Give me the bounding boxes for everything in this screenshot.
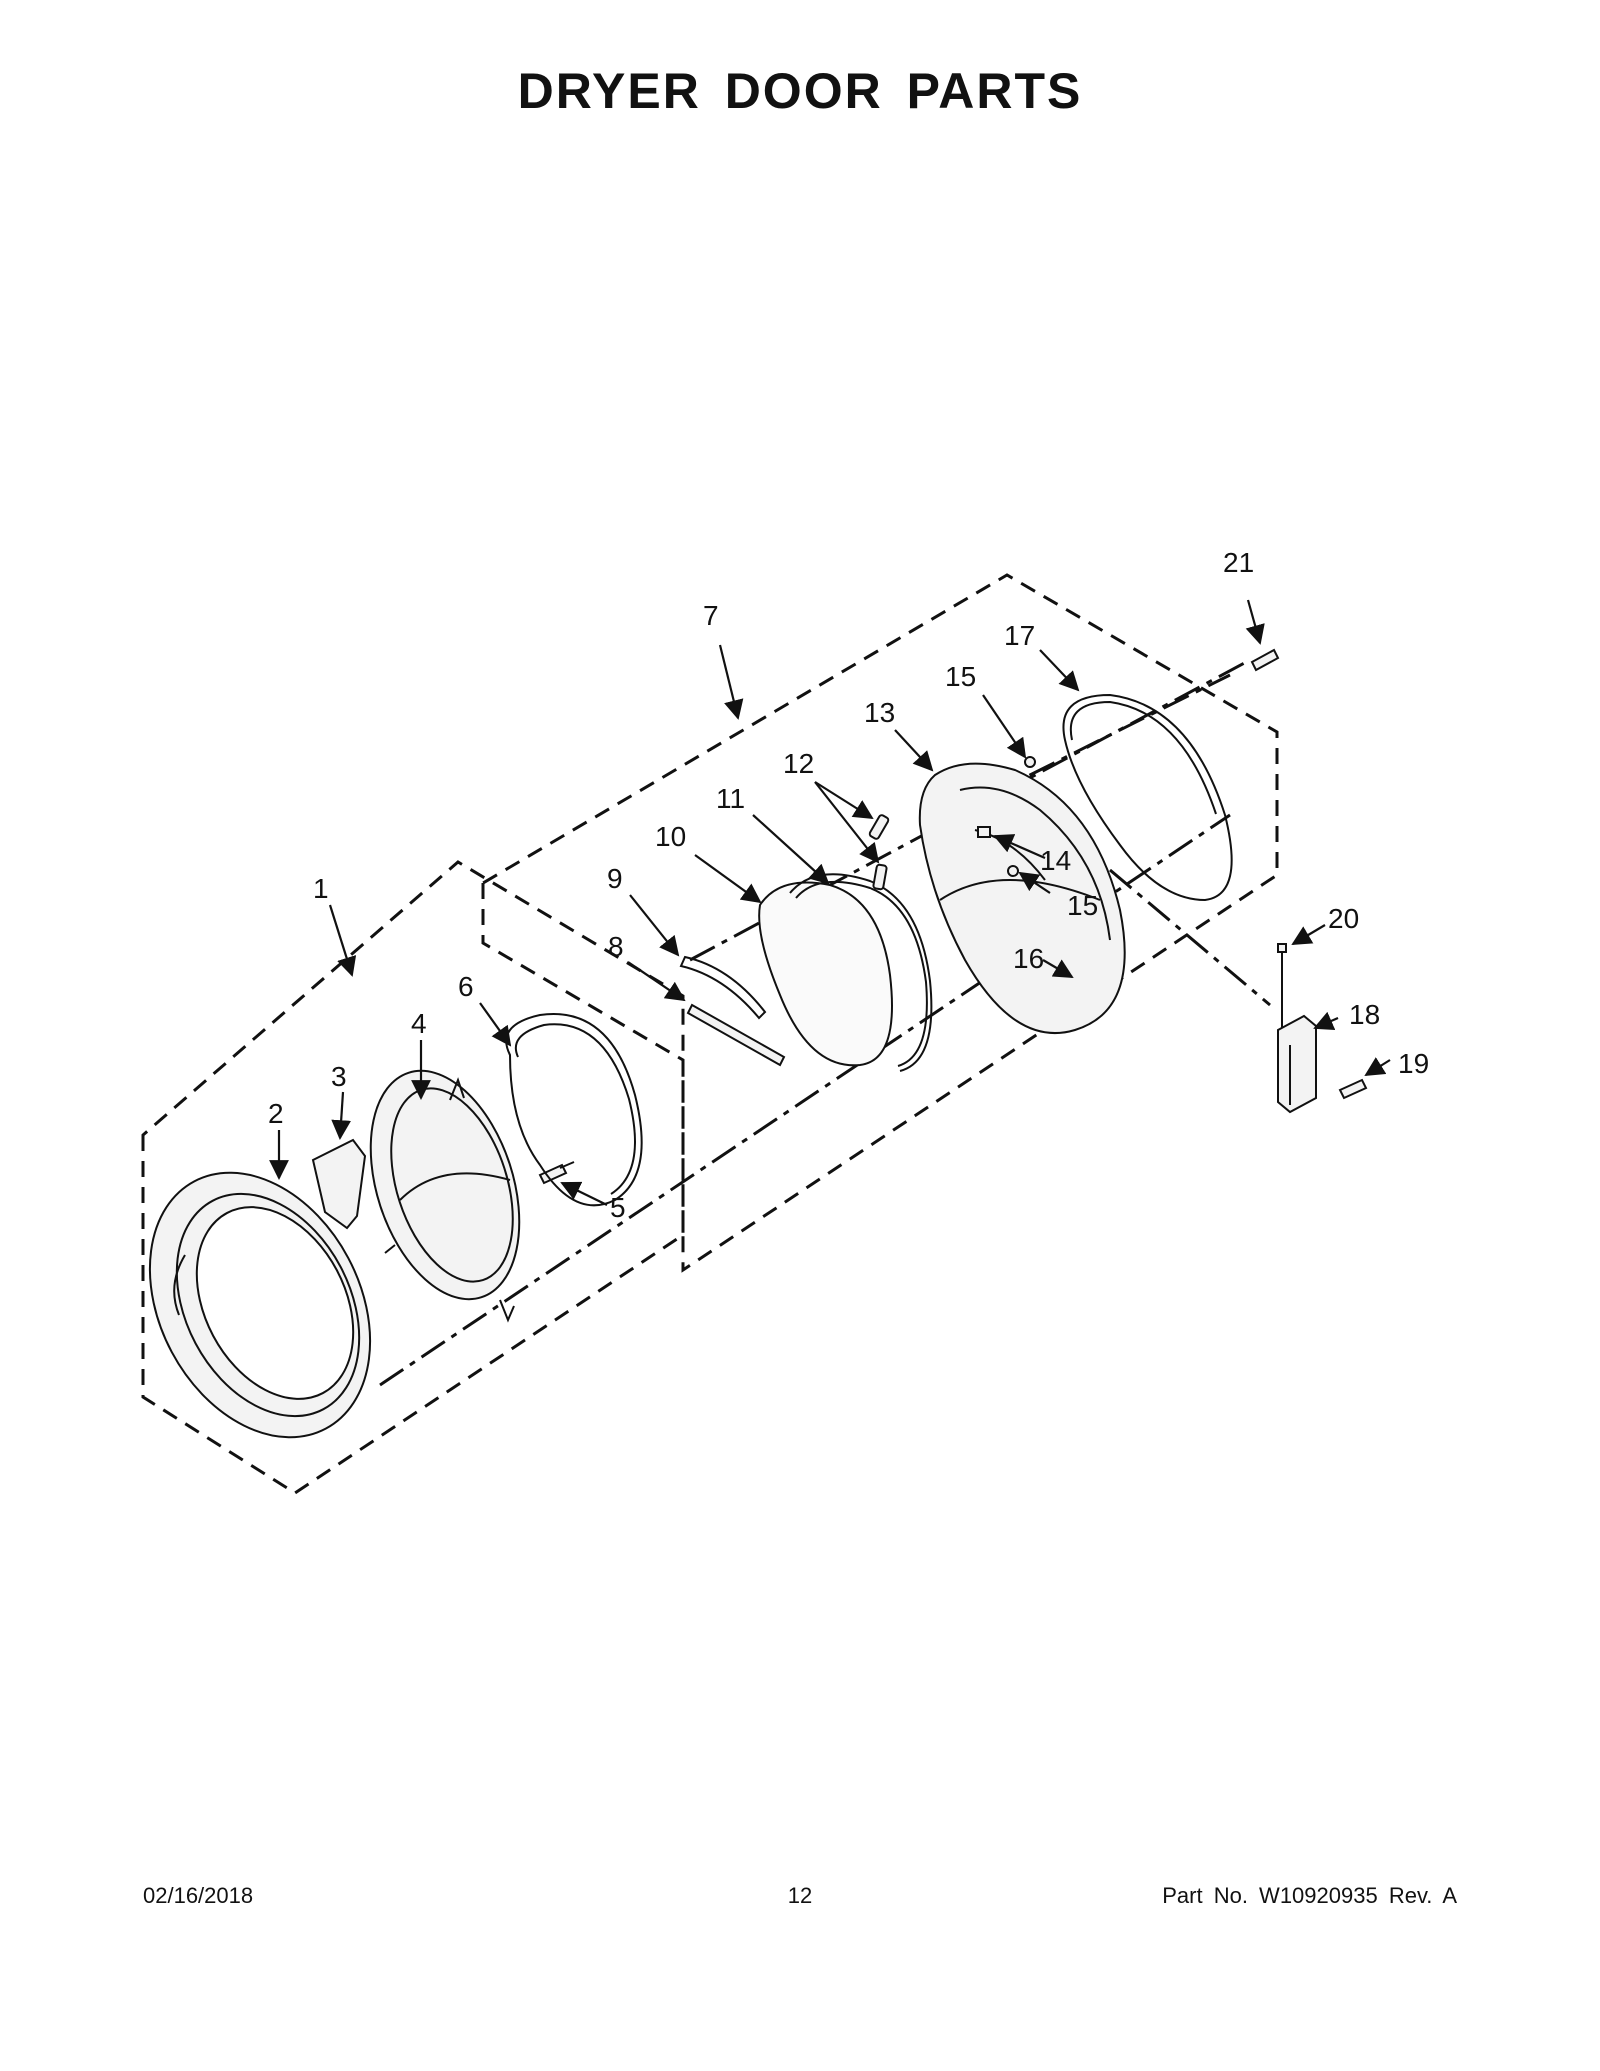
callout-6: 6 — [458, 971, 474, 1002]
callout-20: 20 — [1328, 903, 1359, 934]
callout-13: 13 — [864, 697, 895, 728]
inner-glass — [758, 881, 893, 1067]
screw-21 — [1250, 648, 1280, 672]
door-gasket — [1062, 693, 1233, 902]
callout-19: 19 — [1398, 1048, 1429, 1079]
assembly-boundary-inner-door — [481, 573, 1279, 1273]
callout-1: 1 — [313, 873, 329, 904]
footer-date: 02/16/2018 — [143, 1883, 254, 1908]
assembly-boundary-outer-door — [141, 860, 685, 1495]
callout-11: 11 — [716, 783, 745, 814]
magnets — [868, 814, 890, 891]
screw-15-lower — [1007, 865, 1019, 877]
callout-18: 18 — [1349, 999, 1380, 1030]
callout-9: 9 — [607, 863, 623, 894]
callout-15-lower: 15 — [1067, 890, 1098, 921]
callout-10: 10 — [655, 821, 686, 852]
outer-door-ring — [148, 1171, 372, 1439]
window-gasket — [505, 1013, 643, 1207]
hinge-bracket — [311, 1138, 367, 1230]
callout-17: 17 — [1004, 620, 1035, 651]
callout-15-upper: 15 — [945, 661, 976, 692]
callout-8: 8 — [608, 931, 624, 962]
screw-15-upper — [1024, 756, 1036, 768]
callout-14: 14 — [1040, 845, 1071, 876]
callout-5: 5 — [610, 1192, 626, 1223]
footer-part-number: Part No. W10920935 Rev. A — [1162, 1883, 1457, 1908]
footer-page-number: 12 — [787, 1883, 813, 1908]
hinge — [1277, 1014, 1317, 1114]
leader-lines — [269, 599, 1391, 1206]
seal-strip — [686, 1003, 786, 1067]
screw-5 — [538, 1161, 575, 1185]
callout-16: 16 — [1013, 943, 1044, 974]
callout-21: 21 — [1223, 547, 1254, 578]
callout-3: 3 — [331, 1061, 347, 1092]
callout-4: 4 — [411, 1008, 427, 1039]
hinge-pin — [1277, 943, 1287, 1030]
callout-12: 12 — [783, 748, 814, 779]
page-title: DRYER DOOR PARTS — [517, 63, 1083, 119]
inner-door-frame — [369, 1069, 521, 1323]
callout-2: 2 — [268, 1098, 284, 1129]
window-clip — [679, 955, 767, 1020]
callout-7: 7 — [703, 600, 719, 631]
hinge-screw — [1338, 1078, 1368, 1100]
callout-labels: 1 2 3 4 5 6 7 8 9 10 11 12 13 14 15 15 1… — [268, 547, 1429, 1223]
